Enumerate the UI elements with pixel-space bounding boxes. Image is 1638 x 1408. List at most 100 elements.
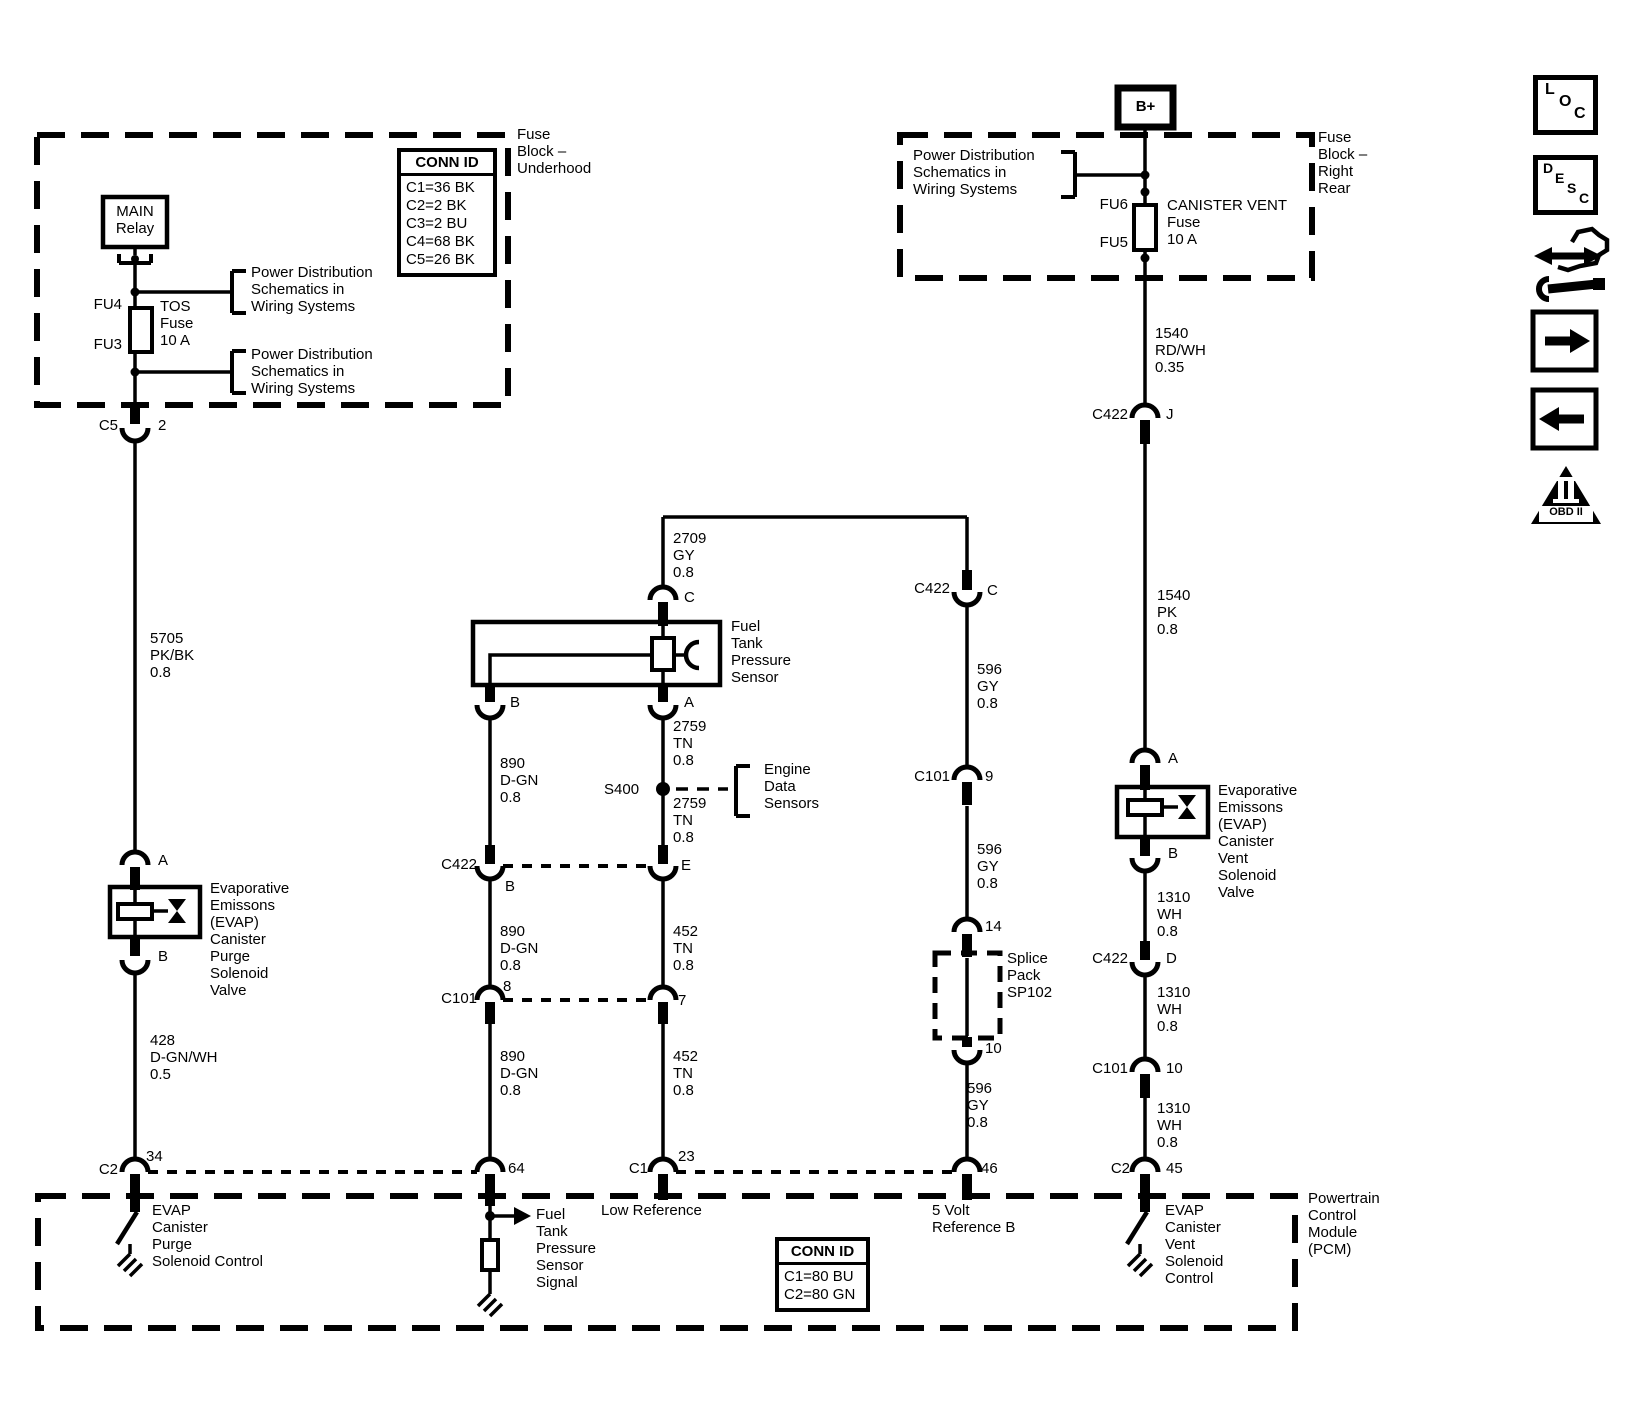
- wire-label-890-a: 890 D-GN 0.8: [500, 755, 539, 806]
- pin-label-e: E: [681, 857, 692, 874]
- desc-letter: D: [1543, 160, 1554, 176]
- desc-icon: D E S C: [1533, 155, 1598, 215]
- power-dist-bracket-right: [1061, 150, 1077, 199]
- conn-id-header: CONN ID: [401, 152, 493, 176]
- ftp-sensor-box: [470, 619, 723, 688]
- pin-label-34: 34: [146, 1148, 163, 1165]
- connector-c1-label: C1: [628, 1160, 648, 1177]
- pin-label-23: 23: [678, 1148, 695, 1165]
- pin-label-10: 10: [985, 1040, 1002, 1057]
- underhood-box-label: Fuse Block – Underhood: [517, 126, 592, 177]
- pcm-title-label: Powertrain Control Module (PCM): [1308, 1190, 1380, 1258]
- wire-label-428: 428 D-GN/WH 0.5: [150, 1032, 218, 1083]
- wire-label-1540-rdwh: 1540 RD/WH 0.35: [1155, 325, 1206, 376]
- pcm-resistor: [480, 1238, 500, 1272]
- left-arrow-icon: [1539, 407, 1559, 431]
- wire-label-2759-b: 2759 TN 0.8: [673, 795, 707, 846]
- connector-c101-label: C101: [1092, 1060, 1128, 1077]
- vent-valve-box: [1114, 784, 1211, 840]
- pcm-purge-control-label: EVAP Canister Purge Solenoid Control: [152, 1202, 263, 1270]
- signal-arrow-icon: [514, 1207, 531, 1225]
- canister-vent-fuse-label: CANISTER VENT Fuse 10 A: [1167, 197, 1288, 248]
- pin-label-b: B: [1168, 845, 1179, 862]
- main-relay-label: MAIN Relay: [115, 203, 155, 237]
- desc-letter: E: [1555, 170, 1565, 186]
- wire-label-2709: 2709 GY 0.8: [673, 530, 707, 581]
- purge-valve-internals: [116, 890, 186, 937]
- pin-label-b: B: [158, 948, 169, 965]
- wire-label-1540-pk: 1540 PK 0.8: [1157, 587, 1191, 638]
- tos-fuse-symbol: [128, 306, 154, 354]
- obd2-label: OBD II: [1549, 506, 1583, 518]
- connector-c5-label: C5: [98, 417, 118, 434]
- wire-ftp-a-column: [661, 515, 967, 1159]
- back-arrow-box: [1530, 387, 1599, 451]
- conn-id-row: C1=36 BK: [406, 179, 475, 196]
- connector-row-dashes: [148, 864, 954, 1174]
- ftp-sensor-internals: [488, 626, 700, 685]
- conn-id-row: C1=80 BU: [784, 1268, 854, 1285]
- pcm-conn-id-table: CONN ID C1=80 BU C2=80 GN: [775, 1237, 870, 1312]
- wire-label-596-a: 596 GY 0.8: [977, 661, 1003, 712]
- power-dist-ref-upper: Power Distribution Schematics in Wiring …: [251, 264, 373, 315]
- loc-icon: L O C: [1533, 75, 1598, 135]
- wire-right-column: [1075, 127, 1147, 1159]
- engine-data-bracket: [734, 764, 750, 818]
- conn-id-row: C3=2 BU: [406, 215, 468, 232]
- pin-label-14: 14: [985, 918, 1002, 935]
- splice-pack-label: Splice Pack SP102: [1007, 950, 1053, 1001]
- forward-arrow-box: [1530, 309, 1599, 373]
- pcm-ftp-signal-label: Fuel Tank Pressure Sensor Signal: [536, 1206, 597, 1291]
- pin-label-2: 2: [158, 417, 167, 434]
- engine-data-sensors-label: Engine Data Sensors: [764, 761, 820, 812]
- fu3-label: FU3: [93, 336, 122, 353]
- wire-label-890-c: 890 D-GN 0.8: [500, 1048, 539, 1099]
- connector-c422-label: C422: [441, 856, 477, 873]
- pin-label-c: C: [987, 582, 998, 599]
- ftp-ground-icon: [476, 1284, 504, 1318]
- conn-id-row: C5=26 BK: [406, 251, 475, 268]
- desc-letter: S: [1567, 180, 1577, 196]
- wire-label-1310-c: 1310 WH 0.8: [1157, 1100, 1191, 1151]
- underhood-fuse-block-box: [34, 132, 511, 408]
- vent-switch: [1125, 1210, 1149, 1246]
- connector-arcs: [119, 402, 1161, 1173]
- connector-c2-label: C2: [1110, 1160, 1130, 1177]
- wrench-icon: [1547, 279, 1598, 294]
- wire-label-596-c: 596 GY 0.8: [967, 1080, 993, 1131]
- loc-letter: C: [1574, 105, 1586, 122]
- pin-label-46: 46: [981, 1160, 998, 1177]
- loc-letter: O: [1559, 93, 1572, 110]
- connector-stubs: [130, 406, 1150, 1212]
- right-arrow-icon: [1570, 329, 1590, 353]
- vent-valve-label: Evaporative Emissons (EVAP) Canister Ven…: [1218, 782, 1298, 901]
- wire-label-1310-b: 1310 WH 0.8: [1157, 984, 1191, 1035]
- wire-label-452-b: 452 TN 0.8: [673, 1048, 699, 1099]
- connector-c422-label: C422: [1092, 950, 1128, 967]
- connector-c101-label: C101: [441, 990, 477, 1007]
- purge-switch: [115, 1210, 139, 1246]
- vent-valve-internals: [1126, 790, 1196, 837]
- pcm-5v-reference-label: 5 Volt Reference B: [932, 1202, 1016, 1236]
- pcm-ftp-signal-circuit: [476, 1206, 531, 1318]
- pin-label-64: 64: [508, 1160, 525, 1177]
- vent-coil: [1126, 798, 1164, 817]
- pin-label-b: B: [510, 694, 521, 711]
- wire-label-452-a: 452 TN 0.8: [673, 923, 699, 974]
- wire-label-2759-a: 2759 TN 0.8: [673, 718, 707, 769]
- purge-valve-box: [107, 884, 203, 940]
- pin-label-8: 8: [503, 978, 512, 995]
- loc-letter: L: [1545, 81, 1555, 98]
- reference-brackets-left: [230, 269, 246, 395]
- wire-label-890-b: 890 D-GN 0.8: [500, 923, 539, 974]
- underhood-conn-id-table: CONN ID C1=36 BK C2=2 BK C3=2 BU C4=68 B…: [397, 148, 497, 277]
- connector-c422-label: C422: [1092, 406, 1128, 423]
- pin-label-d: D: [1166, 950, 1177, 967]
- pin-label-45: 45: [1166, 1160, 1183, 1177]
- pin-label-a: A: [1168, 750, 1179, 767]
- connector-c422-label: C422: [914, 580, 950, 597]
- junction-dots: [130, 170, 1150, 377]
- vent-ground-icon: [1126, 1244, 1154, 1278]
- right-rear-box-label: Fuse Block – Right Rear: [1318, 129, 1368, 197]
